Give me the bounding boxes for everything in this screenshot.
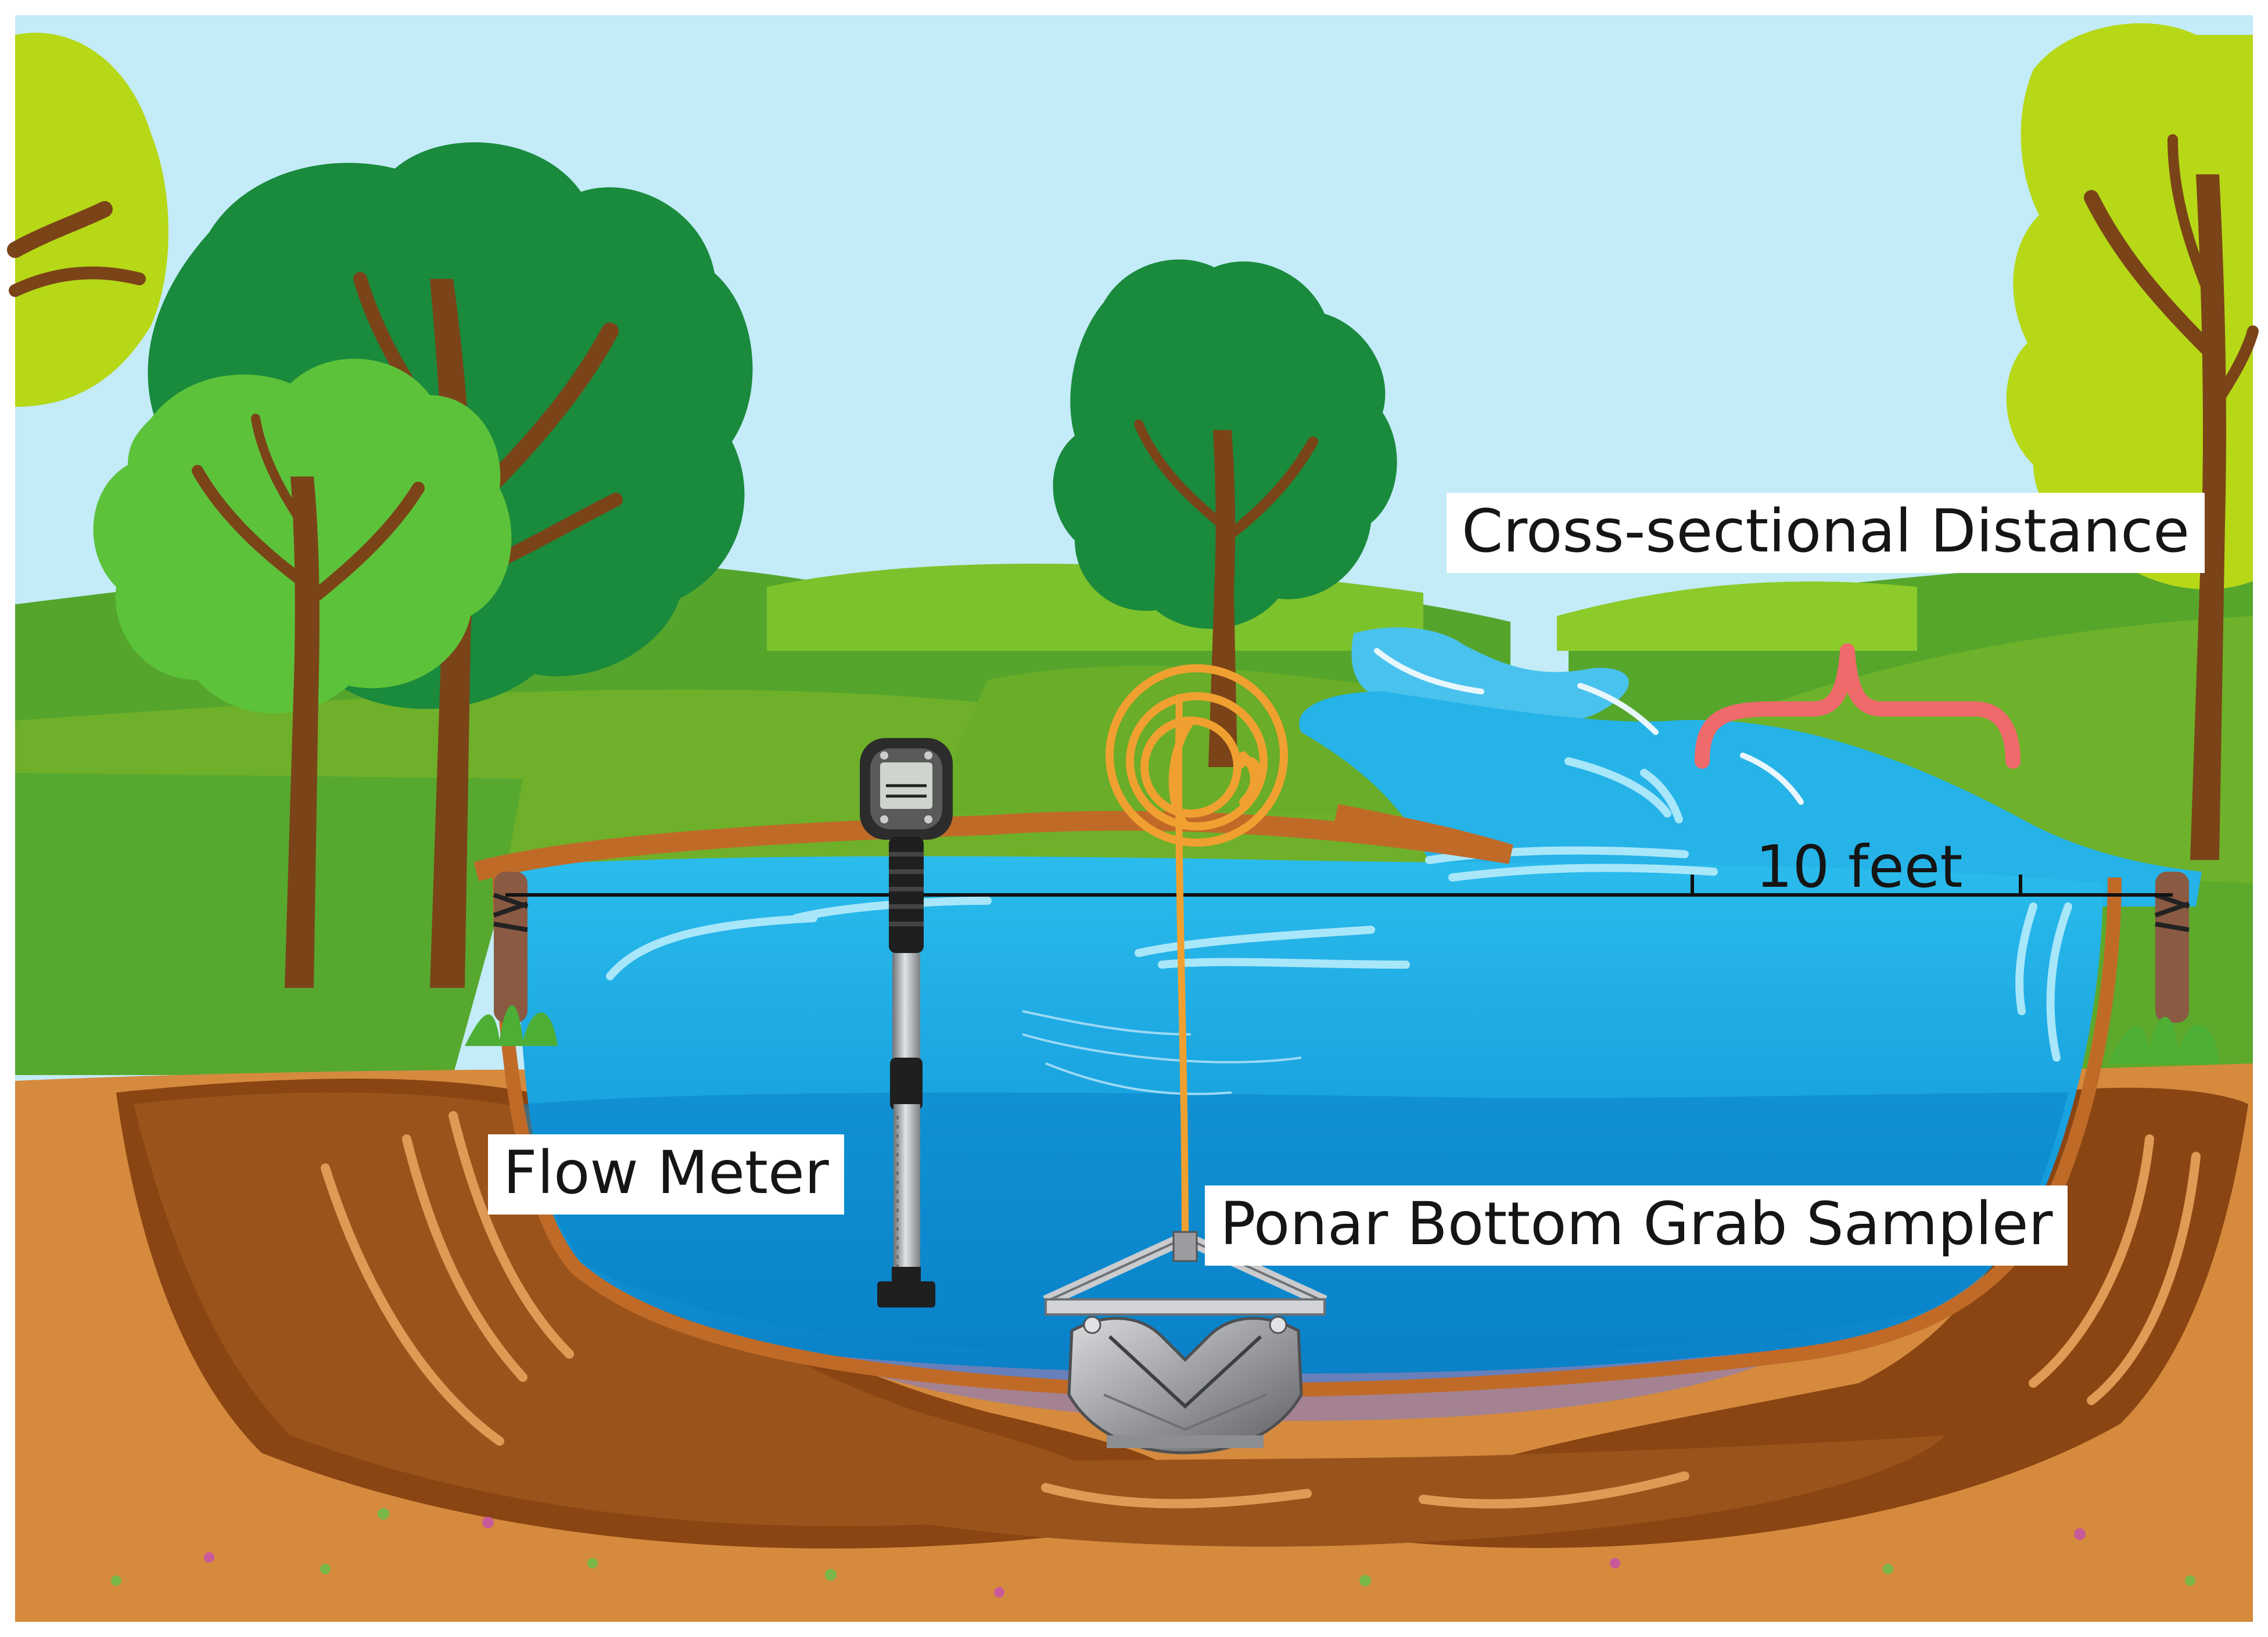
near-bank-strip [473, 804, 1513, 882]
tree-far-left-icon [7, 33, 168, 407]
distance-brace-icon [1695, 643, 2021, 769]
sampler-rope [1175, 694, 1189, 1247]
tree-right-icon [2006, 23, 2259, 860]
cross-sectional-distance-label: Cross-sectional Distance [1447, 493, 2205, 573]
stake-right-icon [2109, 872, 2219, 1063]
soil-dots [111, 1508, 2195, 1597]
trees [7, 23, 2259, 988]
stake-left-icon [465, 872, 558, 1046]
front-left-bank [15, 773, 523, 1075]
water-ripples [606, 757, 2072, 1062]
flow-meter-icon [860, 738, 953, 1308]
tree-center-icon [1053, 259, 1397, 767]
right-far-field [1557, 581, 1917, 651]
water-rings [1022, 1010, 1302, 1095]
rope-coil-icon [1106, 664, 1288, 1247]
ponar-grab-sampler-icon [1043, 1231, 1327, 1455]
measuring-line [505, 875, 2173, 897]
distance-value-label: 10 feet [1756, 833, 1963, 901]
soil-bottom-band [697, 1435, 1946, 1547]
flow-meter-label: Flow Meter [488, 1134, 844, 1215]
grab-sampler-label: Ponar Bottom Grab Sampler [1205, 1185, 2068, 1266]
tree-front-light-icon [93, 359, 512, 988]
river-bend-ripples [1374, 648, 1804, 805]
soil-dark-right [1336, 1087, 2248, 1548]
soil-streaks [321, 1111, 2201, 1509]
